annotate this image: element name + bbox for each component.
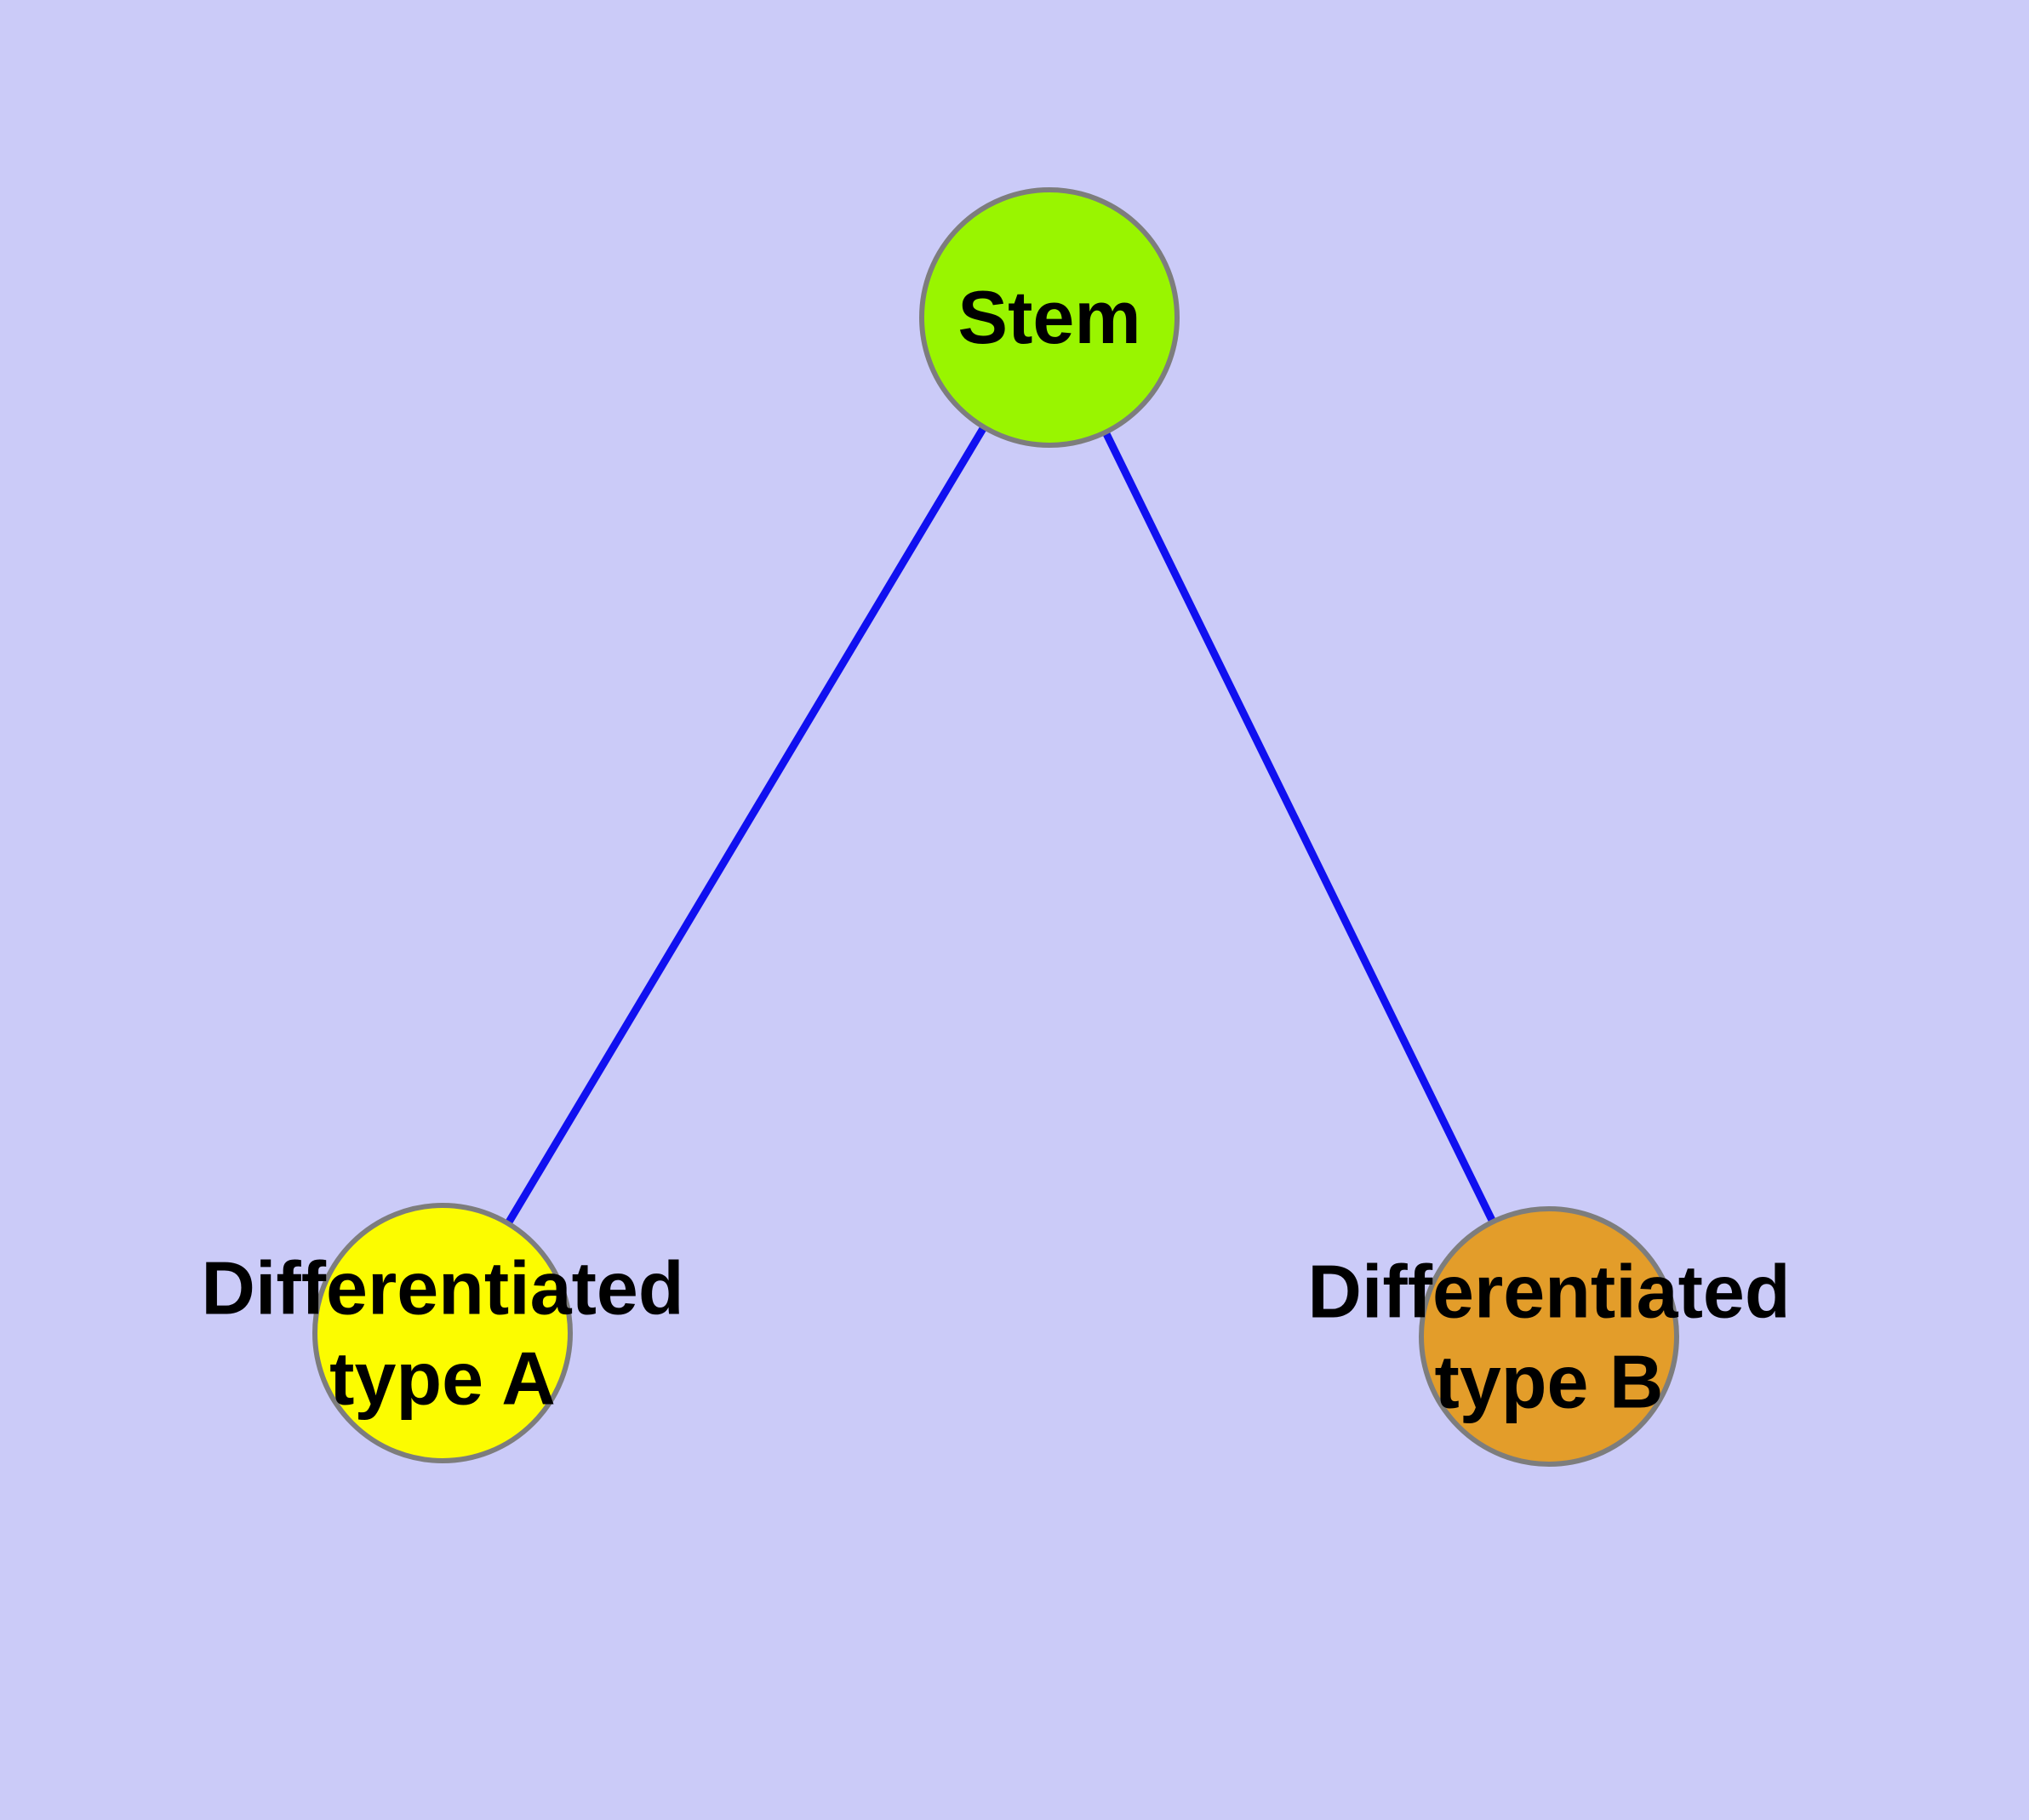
node-differentiated-type-a-label: Differentiated type A [201, 1245, 684, 1420]
node-stem-label: Stem [957, 275, 1141, 360]
edge-stem-to-type-a [439, 315, 1053, 1336]
node-differentiated-type-b-label: Differentiated type B [1307, 1249, 1791, 1423]
node-stem [919, 187, 1180, 448]
node-differentiated-type-b [1419, 1206, 1679, 1467]
node-differentiated-type-a [312, 1203, 573, 1463]
edge-stem-to-type-b [1045, 316, 1553, 1338]
